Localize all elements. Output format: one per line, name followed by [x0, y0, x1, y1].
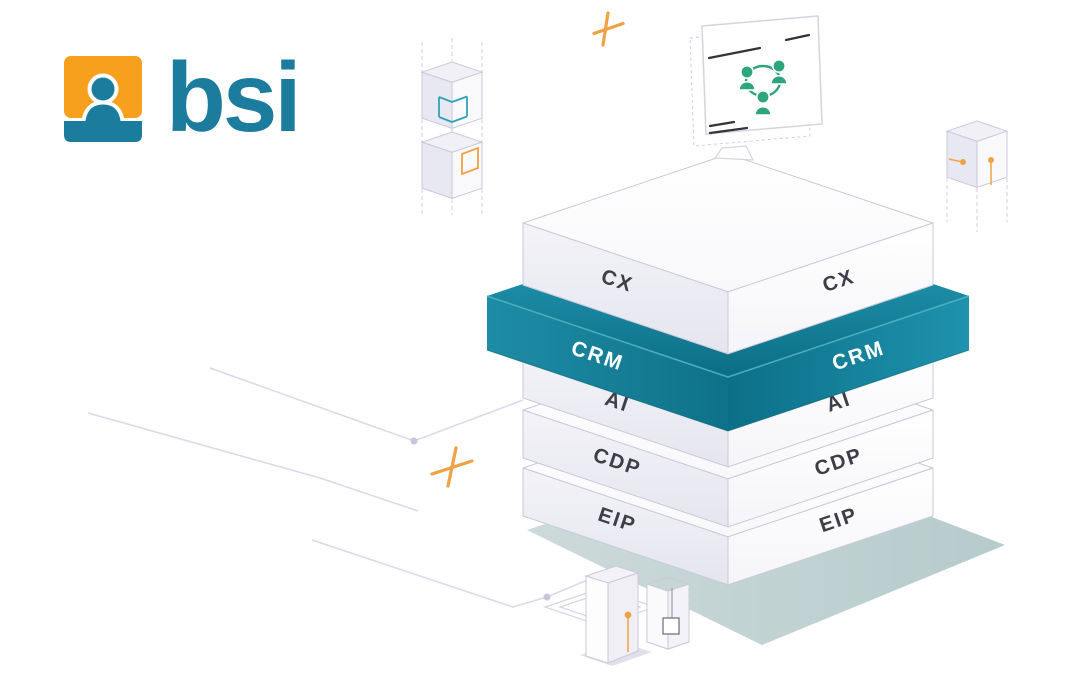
plus-icon	[592, 11, 625, 47]
cube-right-face	[667, 583, 690, 650]
slab-right-face	[727, 409, 934, 528]
person-body	[754, 105, 772, 116]
plus-icon	[430, 446, 474, 488]
teal-square-detail	[438, 95, 468, 123]
person-glyph	[770, 58, 788, 85]
pin-dot	[624, 611, 632, 619]
pin-dot	[960, 159, 966, 165]
cube-open-top	[645, 576, 691, 592]
person-glyph	[754, 90, 772, 116]
node-dot	[543, 593, 551, 601]
person-body	[738, 80, 756, 91]
connector-line	[87, 412, 419, 512]
pin-dot	[988, 157, 994, 163]
node-dot	[410, 437, 418, 445]
bsi-logo-text: bsi	[166, 42, 302, 152]
small-device	[662, 617, 680, 635]
dashed-frame	[689, 27, 811, 147]
server-box-icon	[584, 565, 640, 664]
slab-right-face	[727, 467, 934, 586]
person-head	[739, 65, 754, 80]
slab-left-face	[487, 296, 728, 431]
plus-icons	[430, 11, 625, 488]
orange-square-detail	[461, 146, 479, 176]
cube-left-face	[646, 583, 669, 650]
person-head	[755, 90, 770, 105]
bsi-logo-mark	[64, 56, 144, 146]
box-right-face	[607, 572, 639, 664]
slab-right-face	[727, 222, 934, 355]
text-placeholder-dash	[707, 46, 762, 60]
slab-right-face	[728, 296, 969, 431]
monitor-icon	[689, 15, 823, 161]
slab-edge-shade	[486, 349, 970, 432]
monitor-stand	[713, 145, 754, 161]
connector-line	[209, 367, 524, 442]
pin-line	[948, 158, 963, 163]
open-cube-icon	[645, 576, 691, 650]
plus-stroke	[446, 446, 458, 488]
cube-right-face	[451, 141, 483, 200]
plus-stroke	[601, 11, 610, 47]
cube-left-face	[421, 141, 453, 200]
bsi-person-icon	[64, 56, 142, 142]
text-placeholder-dash	[708, 126, 749, 135]
floating-cube-right	[945, 120, 1009, 232]
person-head	[771, 58, 786, 73]
plus-stroke	[592, 21, 625, 36]
person-glyph	[738, 65, 756, 91]
box-left-face	[585, 575, 609, 664]
connector-line	[311, 539, 593, 608]
slab-edge-highlight	[486, 295, 970, 378]
server-boxes	[580, 565, 691, 666]
monitor-screen	[701, 15, 823, 135]
floating-cubes-left	[420, 38, 484, 215]
bsi-logo: bsi	[64, 42, 302, 152]
guide-lines	[87, 367, 593, 608]
cube-icon	[420, 61, 484, 130]
people-network-icon	[738, 58, 788, 116]
text-placeholder-dash	[708, 120, 736, 128]
text-placeholder-dash	[784, 33, 811, 42]
cube-icon	[420, 131, 484, 200]
person-body	[770, 74, 788, 85]
